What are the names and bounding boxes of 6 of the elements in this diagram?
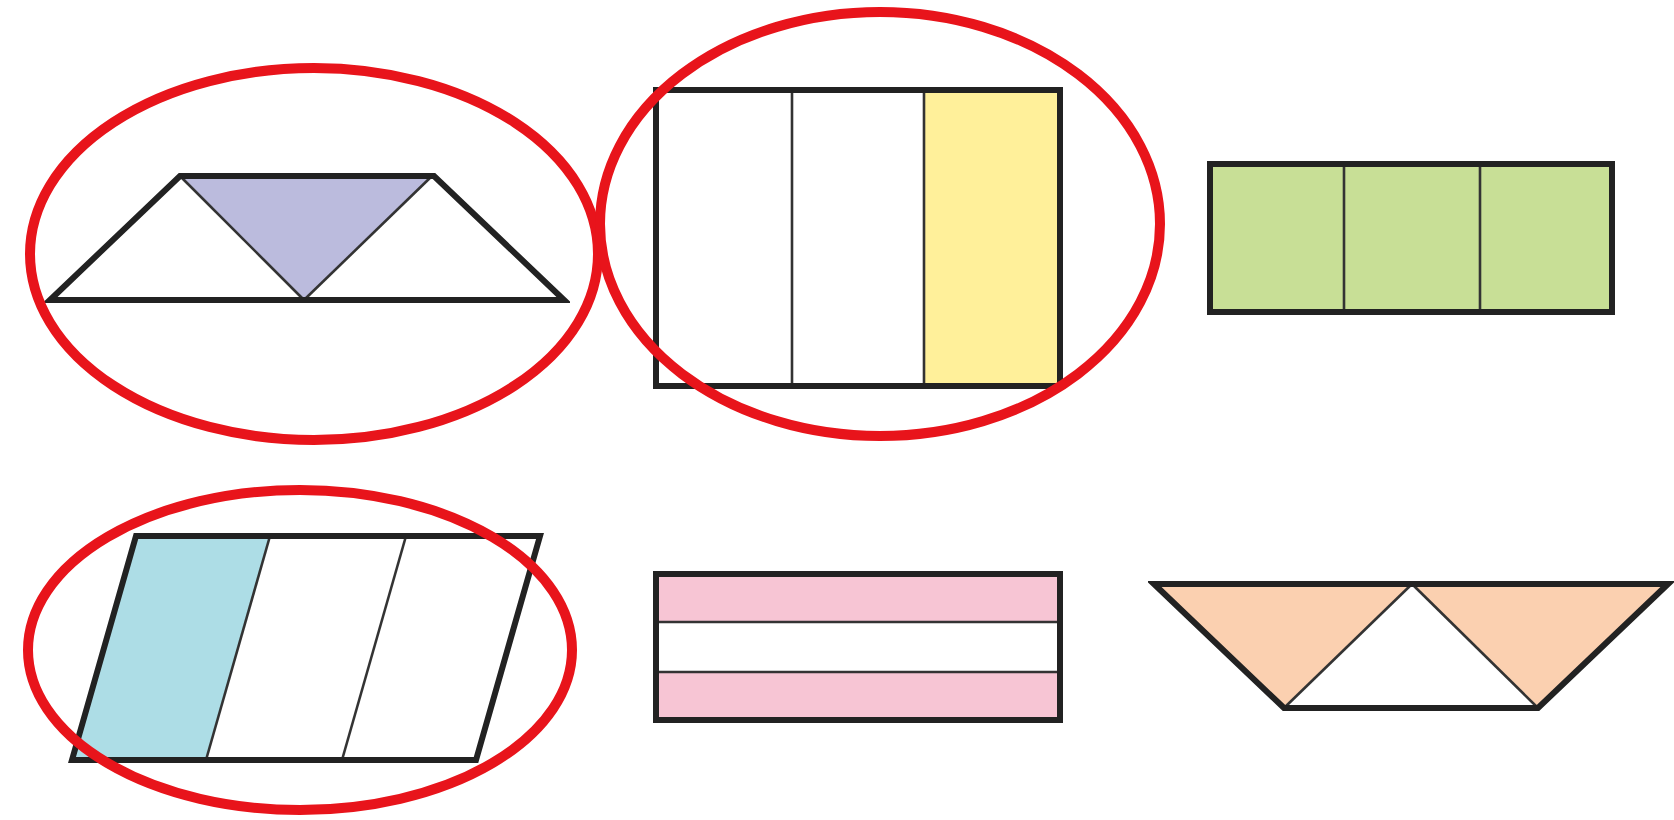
rectangle-shape (650, 568, 1066, 726)
trapezoid-shape (1148, 578, 1674, 714)
trapezoid-shape (44, 170, 570, 306)
rectangle-shape (1204, 158, 1618, 318)
parallelogram-shape (66, 530, 546, 766)
rectangle-shape (650, 84, 1066, 392)
